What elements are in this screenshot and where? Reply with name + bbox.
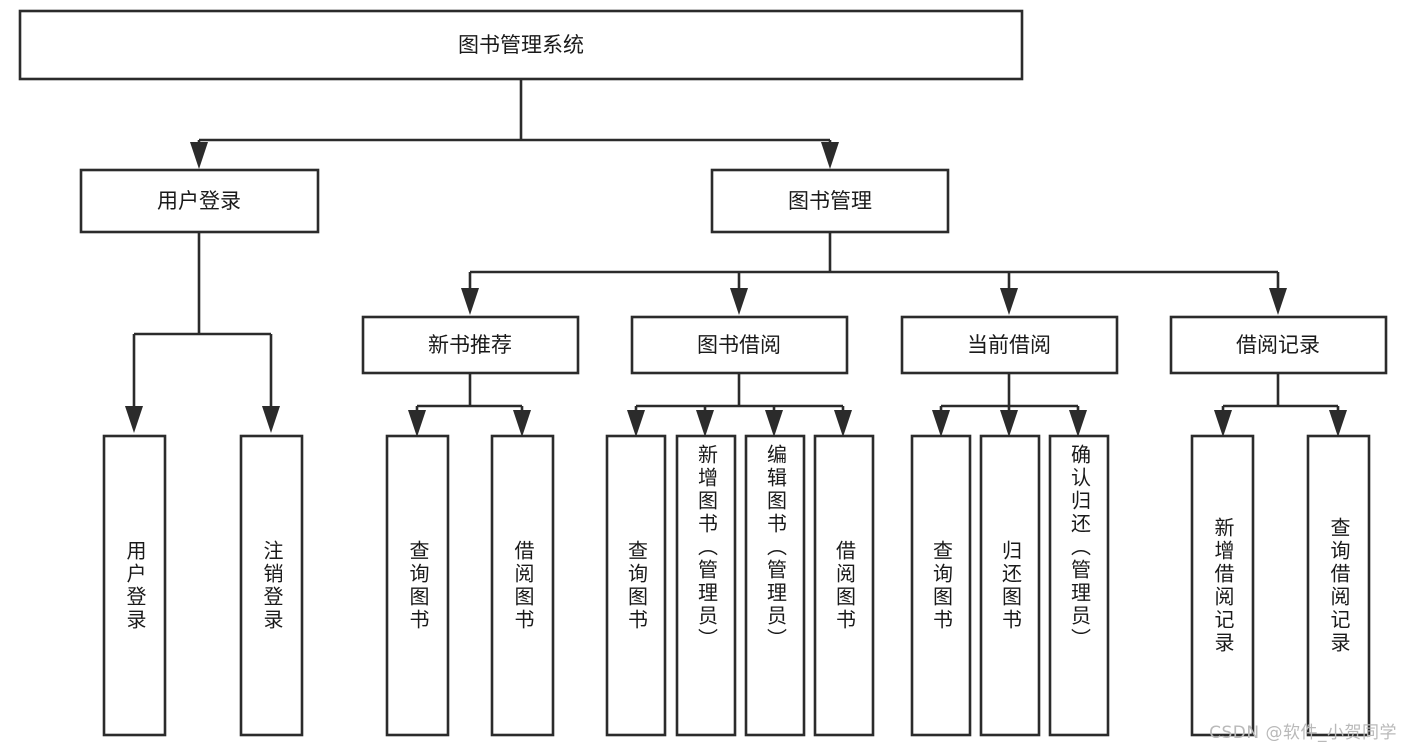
arrow-to-current-borrow [1000,288,1018,315]
node-borrow-record-label: 借阅记录 [1236,333,1320,357]
arrow-to-borrow-record [1269,288,1287,315]
node-leaf-edit-book-admin[interactable] [744,434,806,737]
node-root[interactable] [18,9,1024,81]
csdn-watermark: CSDN @软件_小贺同学 [1209,723,1397,743]
node-box-layer: 图书管理系统 用户登录 图书管理 新书推荐 图书借阅 当前借阅 借阅记录 [18,9,1388,737]
node-leaf-user-login[interactable] [102,434,167,737]
node-book-borrow[interactable] [630,315,849,375]
node-leaf-query-book-3[interactable] [910,434,972,737]
node-current-borrow[interactable] [900,315,1119,375]
node-user-login[interactable] [79,168,320,234]
arrow-to-leaf-query-borrow-record [1329,410,1347,437]
node-leaf-return-book[interactable] [979,434,1041,737]
node-leaf-query-borrow-record[interactable] [1306,434,1371,737]
arrow-to-book-management [821,142,839,169]
node-leaf-query-book-2[interactable] [605,434,667,737]
arrow-to-leaf-borrow-book-2 [834,410,852,437]
node-book-management[interactable] [710,168,950,234]
arrow-to-leaf-borrow-book-1 [513,410,531,437]
node-leaf-query-book-1[interactable] [385,434,450,737]
node-leaf-borrow-book-1[interactable] [490,434,555,737]
node-book-management-label: 图书管理 [788,189,872,213]
arrow-to-leaf-add-book-admin [696,410,714,437]
arrow-to-leaf-edit-book-admin [765,410,783,437]
node-new-book-recommend[interactable] [361,315,580,375]
node-leaf-borrow-book-2[interactable] [813,434,875,737]
arrow-to-leaf-confirm-return-admin [1069,410,1087,437]
node-user-login-label: 用户登录 [157,189,241,213]
arrow-to-leaf-add-borrow-record [1214,410,1232,437]
node-leaf-confirm-return-admin[interactable] [1048,434,1110,737]
arrow-to-book-borrow [730,288,748,315]
arrow-to-leaf-query-book-2 [627,410,645,437]
arrow-to-leaf-query-book-1 [408,410,426,437]
node-leaf-add-borrow-record[interactable] [1190,434,1255,737]
node-leaf-logout-login[interactable] [239,434,304,737]
arrow-to-new-book-recommend [461,288,479,315]
node-book-borrow-label: 图书借阅 [697,333,781,357]
node-root-label: 图书管理系统 [458,33,584,57]
arrow-to-leaf-user-login [125,406,143,433]
arrow-to-user-login [190,142,208,169]
connector-layer [125,79,1347,437]
node-current-borrow-label: 当前借阅 [967,333,1051,357]
arrow-to-leaf-query-book-3 [932,410,950,437]
arrow-to-leaf-return-book [1000,410,1018,437]
node-borrow-record[interactable] [1169,315,1388,375]
arrow-to-leaf-logout-login [262,406,280,433]
node-new-book-recommend-label: 新书推荐 [428,333,512,357]
node-leaf-add-book-admin[interactable] [675,434,737,737]
